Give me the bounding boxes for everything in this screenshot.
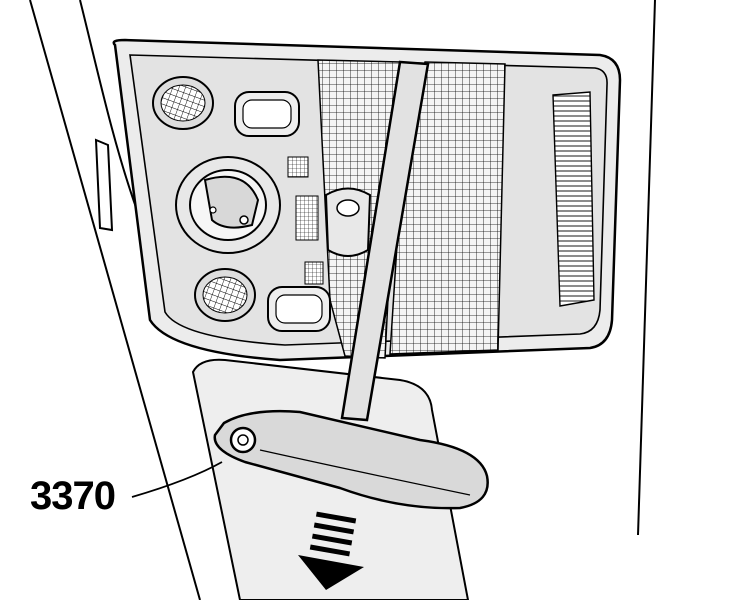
- part-number-label: 3370: [30, 474, 116, 518]
- callout-leader-line: [131, 461, 223, 498]
- microphone-grille-icon: [287, 156, 324, 285]
- removal-tool-3370: [213, 60, 489, 510]
- pull-direction-arrow-icon: [298, 511, 364, 590]
- round-vent-icon: [152, 76, 256, 322]
- reading-lamp-lens: [317, 59, 506, 359]
- lamp-housing-icon: [324, 187, 372, 257]
- console-button-icon: [234, 91, 331, 332]
- console-vent-slats: [552, 91, 595, 307]
- rotary-switch-icon: [175, 156, 281, 254]
